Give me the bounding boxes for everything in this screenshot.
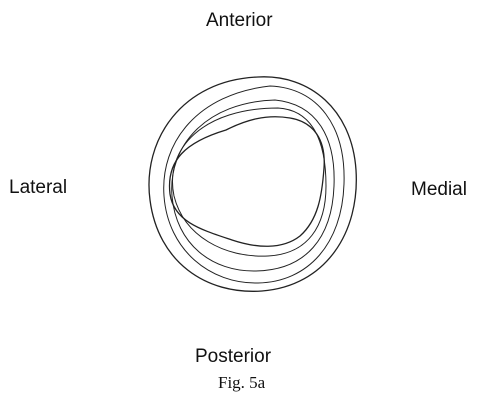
figure-caption: Fig. 5a xyxy=(218,374,265,391)
label-posterior: Posterior xyxy=(195,347,271,366)
label-anterior: Anterior xyxy=(206,11,273,30)
label-lateral: Lateral xyxy=(9,178,67,197)
contour-2 xyxy=(164,86,344,283)
outer-contour xyxy=(149,77,356,291)
label-medial: Medial xyxy=(411,180,467,199)
